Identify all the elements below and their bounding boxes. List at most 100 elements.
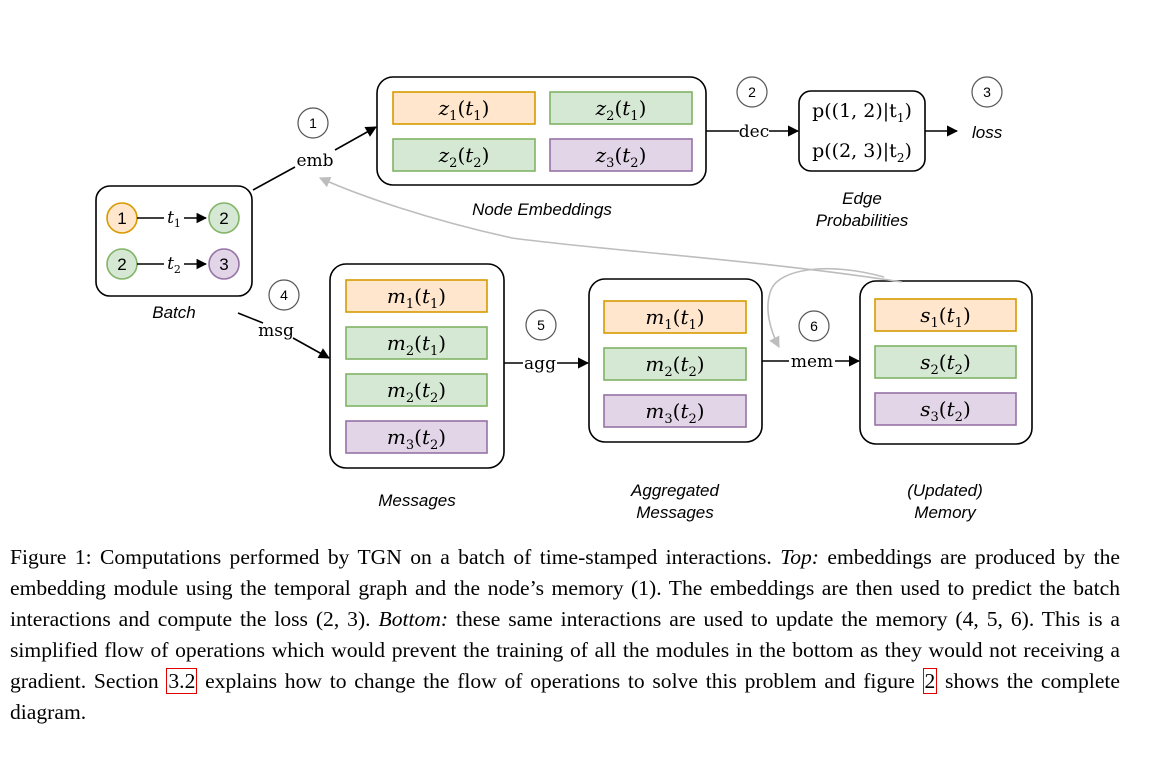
batch-edge-time: t1: [167, 208, 181, 230]
cell-sub: 2: [664, 365, 672, 380]
cell-time-sub: 2: [955, 410, 963, 425]
cell-var: m: [387, 425, 406, 449]
aggregated-cells: m1(t1)m2(t2)m3(t2): [603, 300, 747, 428]
cell-time-sub: 2: [955, 363, 963, 378]
cell-var: m: [387, 378, 406, 402]
cell-time-sub: 1: [473, 109, 481, 124]
caption-part-2: embeddings are produced by the embedding…: [10, 545, 1120, 631]
cell-label: s3(t2): [920, 397, 971, 425]
edge-probability-expr: p((1, 2)|t: [812, 100, 897, 122]
emb-arrow-head: [334, 126, 377, 151]
cell-label: z1(t1): [438, 96, 490, 124]
cell-label: m3(t2): [645, 399, 704, 427]
step-number-circle: [525, 309, 557, 341]
edge-probability-close: ): [904, 100, 911, 122]
cell-sub: 3: [606, 156, 614, 171]
cell-time-sub: 2: [430, 438, 438, 453]
edge-probability-sub: 1: [897, 111, 905, 125]
step-number-circle: [736, 76, 768, 108]
cell-sub: 3: [931, 410, 939, 425]
cell-label: z2(t2): [438, 143, 490, 171]
aggregated-label-2: Messages: [636, 503, 714, 522]
memory-cells: s1(t1)s2(t2)s3(t2): [874, 298, 1017, 426]
node-embeddings-label: Node Embeddings: [472, 200, 612, 219]
memory-to-mem-arrow: [767, 268, 885, 348]
node-circle: [208, 202, 240, 234]
cell-var: s: [920, 397, 930, 421]
node-id: 2: [219, 209, 228, 228]
cell-var: z: [595, 96, 607, 120]
cell-purple: [345, 420, 488, 454]
cell-purple: [874, 392, 1017, 426]
cell-var: m: [645, 305, 664, 329]
edge-probability-close: ): [904, 140, 911, 162]
cell-time-sub: 2: [473, 156, 481, 171]
cell-sub: 2: [406, 391, 414, 406]
cell-var: m: [645, 399, 664, 423]
batch-label: Batch: [152, 303, 195, 322]
messages-box: [329, 263, 505, 469]
emb-arrow-tail: [252, 166, 296, 191]
cell-time-sub: 2: [630, 156, 638, 171]
step-number: 4: [280, 287, 288, 303]
cell-sub: 1: [406, 297, 414, 312]
cell-var: z: [595, 143, 607, 167]
cell-orange: [603, 300, 747, 334]
mem-label: mem: [791, 352, 833, 372]
dec-label: dec: [739, 122, 769, 142]
caption-top: Top:: [780, 545, 819, 569]
edge-probability-sub: 2: [897, 151, 905, 165]
step-number: 1: [309, 115, 317, 131]
edge-probabilities-label-2: Probabilities: [816, 211, 909, 230]
node-embeddings-cells: z1(t1)z2(t1)z2(t2)z3(t2): [392, 91, 693, 172]
cell-sub: 1: [449, 109, 457, 124]
edge-probabilities-label-1: Edge: [842, 189, 882, 208]
node-circle: [208, 248, 240, 280]
cell-sub: 3: [406, 438, 414, 453]
cell-sub: 2: [406, 344, 414, 359]
cell-green: [345, 326, 488, 360]
cell-time-sub: 1: [955, 316, 963, 331]
edge-probability-row: p((1, 2)|t1): [812, 100, 912, 125]
step-number-circle: [268, 279, 300, 311]
step-number-circle: [971, 76, 1003, 108]
section-ref-link[interactable]: 3.2: [166, 668, 198, 694]
cell-sub: 3: [664, 412, 672, 427]
cell-sub: 2: [606, 109, 614, 124]
cell-sub: 2: [931, 363, 939, 378]
memory-label-1: (Updated): [907, 481, 983, 500]
node-id: 3: [219, 255, 228, 274]
memory-label-2: Memory: [914, 503, 977, 522]
cell-time-sub: 2: [689, 412, 697, 427]
cell-green: [345, 373, 488, 407]
cell-orange: [392, 91, 536, 125]
figure-caption: Figure 1: Computations performed by TGN …: [10, 542, 1120, 728]
cell-label: s2(t2): [920, 350, 971, 378]
cell-time-sub: 1: [630, 109, 638, 124]
figure-ref-link[interactable]: 2: [922, 668, 938, 694]
cell-green: [549, 91, 693, 125]
cell-label: z3(t2): [595, 143, 647, 171]
emb-label: emb: [296, 151, 333, 171]
cell-time-sub: 1: [430, 344, 438, 359]
aggregated-label-1: Aggregated: [630, 481, 719, 500]
cell-time-sub: 2: [430, 391, 438, 406]
edge-probability-row: p((2, 3)|t2): [812, 140, 912, 165]
batch-edge-time: t2: [167, 254, 181, 276]
cell-var: s: [920, 303, 930, 327]
cell-label: s1(t1): [920, 303, 971, 331]
step-number: 2: [748, 84, 756, 100]
cell-label: m1(t1): [645, 305, 704, 333]
cell-green: [392, 138, 536, 172]
cell-sub: 1: [664, 318, 672, 333]
caption-part-4: explains how to change the flow of opera…: [197, 669, 923, 693]
cell-green: [874, 345, 1017, 379]
cell-time-sub: 1: [430, 297, 438, 312]
edge-probabilities-rows: p((1, 2)|t1)p((2, 3)|t2): [812, 100, 912, 165]
step-number: 5: [537, 317, 545, 333]
